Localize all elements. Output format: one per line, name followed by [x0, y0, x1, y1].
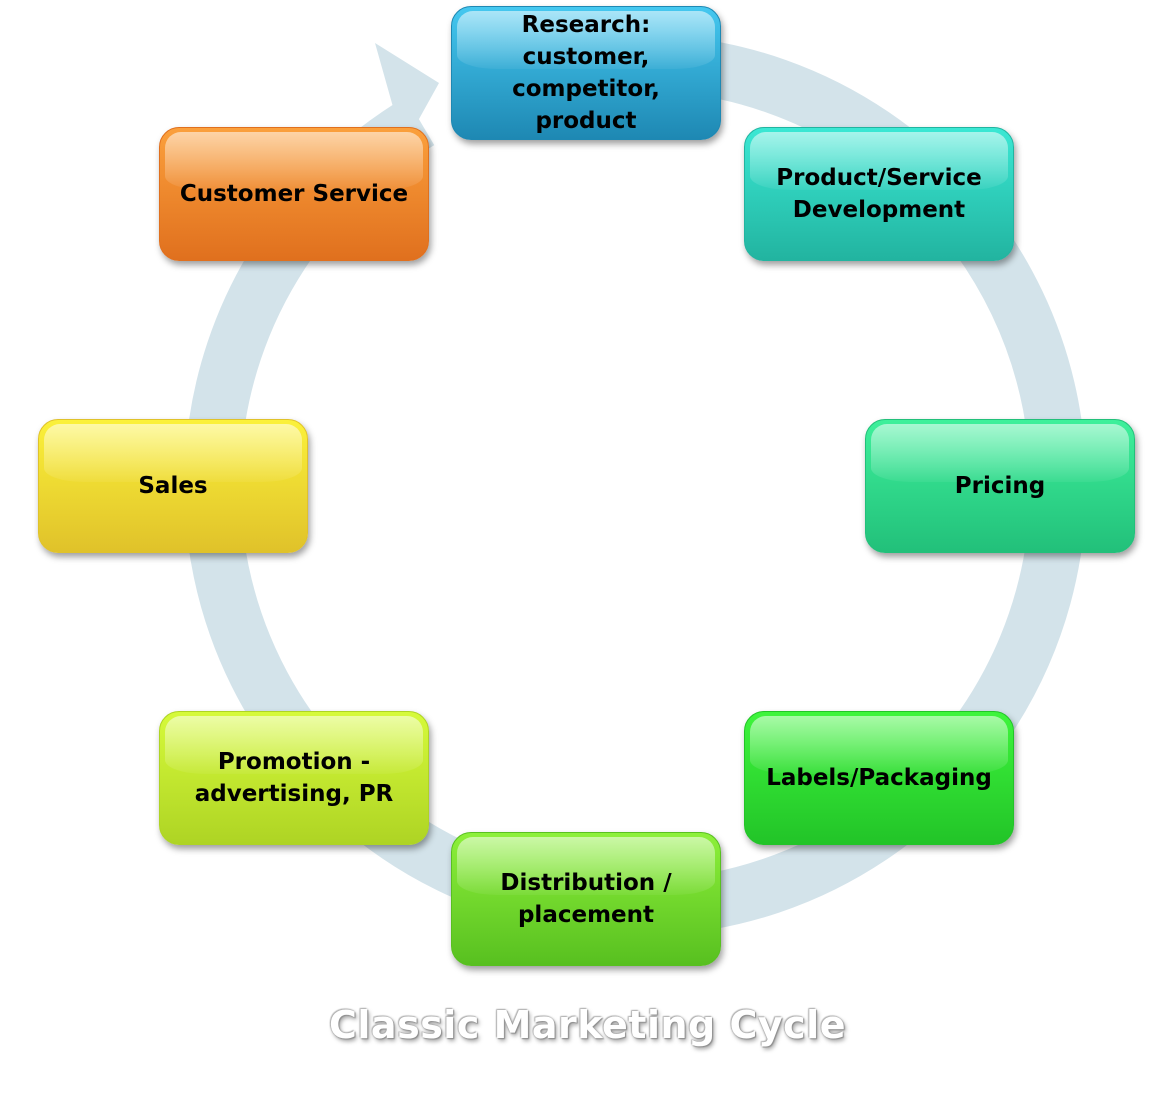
node-pricing-label: Pricing [954, 473, 1046, 499]
node-distribution-placement: Distribution / placement [451, 832, 721, 966]
diagram-title: Classic Marketing Cycle [329, 1003, 846, 1047]
node-pricing: Pricing [865, 419, 1135, 553]
node-customer-service: Customer Service [159, 127, 429, 261]
node-product-service-development: Product/Service Development [744, 127, 1014, 261]
node-promotion: Promotion - advertising, PR [159, 711, 429, 845]
node-labels-packaging: Labels/Packaging [744, 711, 1014, 845]
node-sales: Sales [38, 419, 308, 553]
node-distribution-placement-label: Distribution / placement [500, 870, 672, 928]
node-sales-label: Sales [138, 473, 208, 499]
node-labels-packaging-label: Labels/Packaging [766, 765, 992, 791]
node-customer-service-label: Customer Service [179, 181, 409, 207]
node-promotion-label: Promotion - advertising, PR [194, 749, 394, 807]
node-research-label: Research: customer, competitor, product [512, 12, 660, 134]
node-research: Research: customer, competitor, product [451, 6, 721, 140]
cycle-arrowhead [375, 43, 439, 146]
node-product-service-development-label: Product/Service Development [776, 165, 982, 223]
